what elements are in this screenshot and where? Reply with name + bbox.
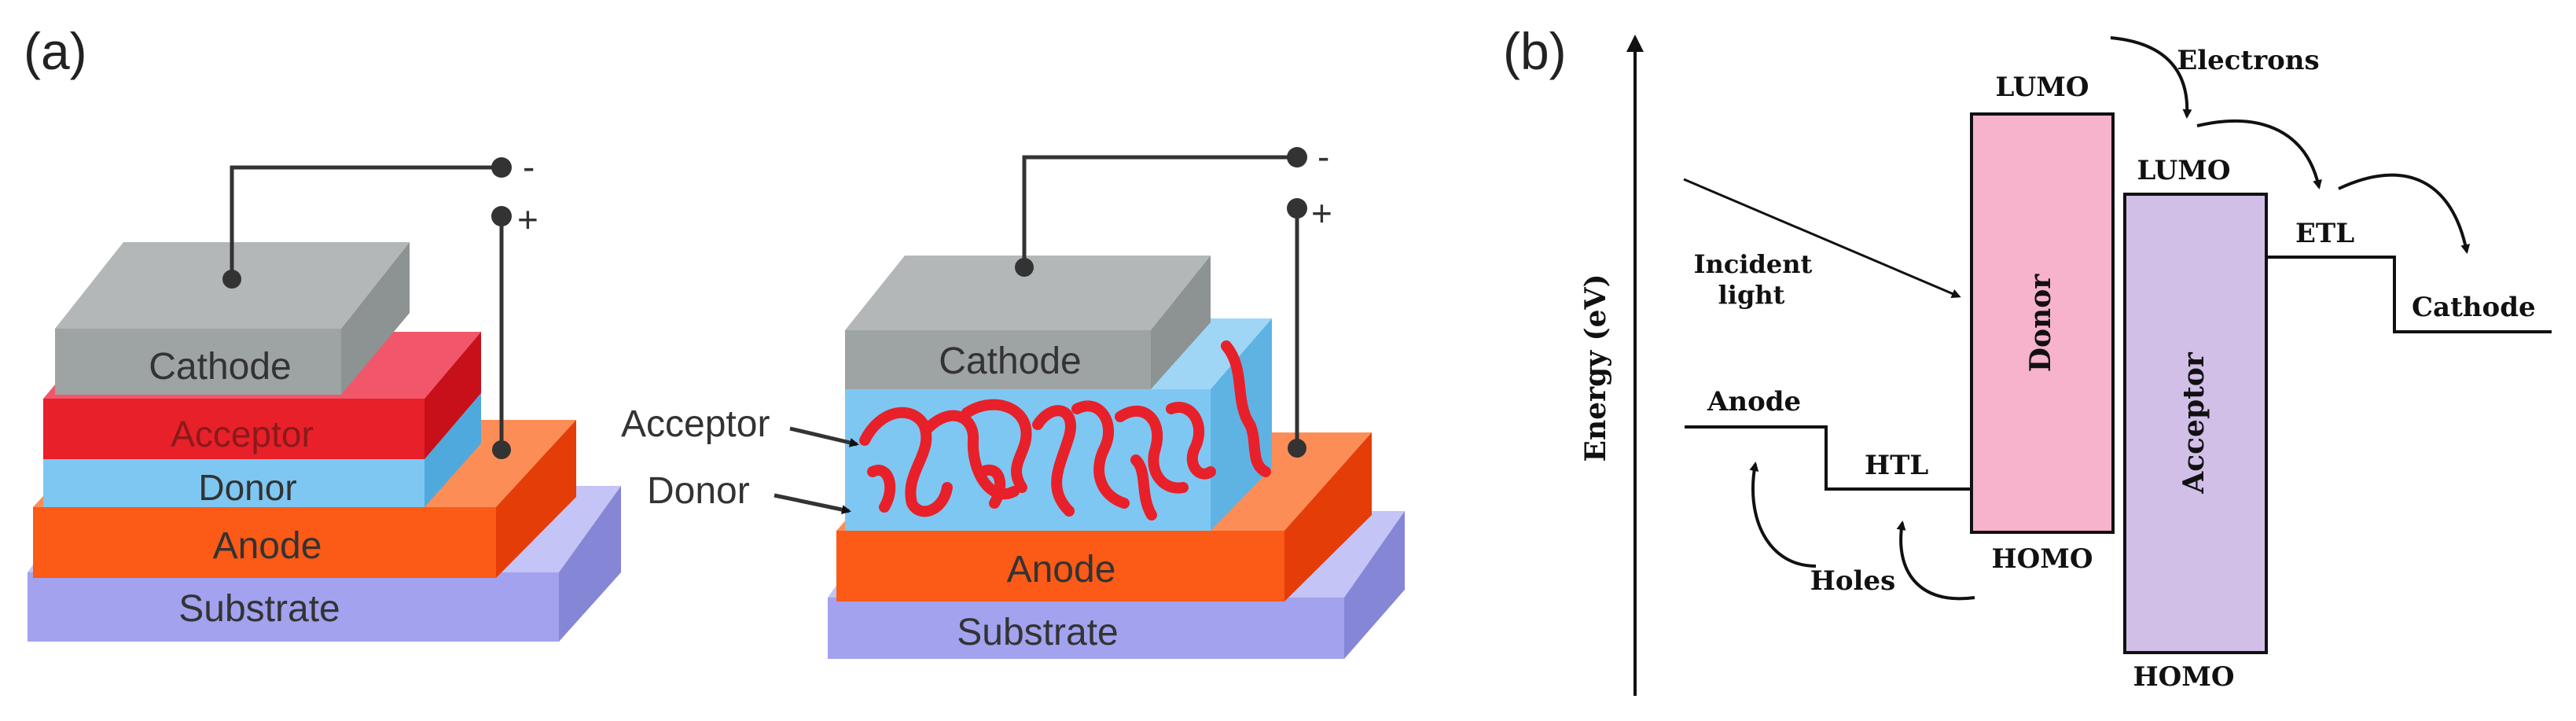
bulk-cathode-label: Cathode xyxy=(939,340,1081,382)
donor-box xyxy=(1970,112,2115,534)
bulk-acceptor-network xyxy=(859,340,1271,521)
bulk-terminal-plus xyxy=(1287,198,1307,219)
bulk-blend-side xyxy=(1211,318,1272,531)
anode-label: Anode xyxy=(1707,386,1801,418)
incident-light-arrow xyxy=(1683,178,1961,298)
bilayer-substrate-side xyxy=(559,486,621,642)
bulk-donor-callout: Donor xyxy=(647,470,750,512)
bulk-plus-sign: + xyxy=(1311,193,1332,234)
bilayer-terminal-plus xyxy=(491,206,512,226)
bulk-wire-cathode xyxy=(1022,155,1297,267)
anode-htl-level xyxy=(1685,425,1972,491)
donor-label: Donor xyxy=(2024,274,2057,372)
bilayer-acceptor-front xyxy=(43,399,424,459)
bulk-minus-sign: - xyxy=(1317,136,1329,177)
electron-arrow-3 xyxy=(2338,173,2471,254)
bulk-anode-label: Anode xyxy=(1007,549,1116,590)
etl-label: ETL xyxy=(2295,218,2354,249)
incident-light-line1: Incident xyxy=(1694,249,1813,279)
bilayer-device: Substrate Anode Donor Acceptor Cathode -… xyxy=(28,146,621,642)
etl-cathode-level xyxy=(2266,256,2552,333)
cathode-label: Cathode xyxy=(2412,292,2536,323)
htl-label: HTL xyxy=(1865,450,1928,481)
bulk-cathode-contact xyxy=(1015,258,1034,277)
panel-b-label: (b) xyxy=(1503,22,1567,80)
bulk-substrate-label: Substrate xyxy=(957,612,1118,653)
bilayer-cathode-side xyxy=(341,242,410,395)
bilayer-substrate-front xyxy=(28,572,559,642)
bulk-acceptor-arrow xyxy=(789,426,859,447)
electron-arrow-2 xyxy=(2196,119,2322,189)
acceptor-box xyxy=(2123,193,2268,654)
bulk-device: Substrate Anode Cathode xyxy=(621,136,1405,659)
hole-arrow-1 xyxy=(1896,521,1975,601)
bilayer-cathode-front xyxy=(55,329,341,395)
acceptor-label: Acceptor xyxy=(2177,351,2210,494)
bilayer-anode-front xyxy=(33,507,496,578)
bulk-anode-side xyxy=(1284,432,1372,601)
bulk-terminal-minus xyxy=(1287,147,1307,167)
bilayer-cathode-contact xyxy=(222,270,241,289)
donor-homo-label: HOMO xyxy=(1992,543,2093,575)
bilayer-plus-sign: + xyxy=(517,199,538,240)
bilayer-anode-contact xyxy=(492,440,511,459)
bilayer-wire-cathode xyxy=(230,165,502,279)
incident-light-line2: light xyxy=(1718,280,1785,310)
bulk-cathode-side xyxy=(1151,256,1211,389)
bilayer-acceptor-label: Acceptor xyxy=(171,414,314,454)
bulk-substrate-front xyxy=(828,598,1344,659)
bilayer-substrate-label: Substrate xyxy=(178,588,340,630)
bulk-anode-front xyxy=(836,531,1284,601)
energy-axis-label: Energy (eV) xyxy=(1579,274,1612,462)
holes-label: Holes xyxy=(1810,565,1896,597)
bulk-cathode-top xyxy=(845,256,1211,330)
electrons-label: Electrons xyxy=(2177,45,2319,76)
bilayer-donor-front xyxy=(43,459,424,507)
bilayer-cathode-label: Cathode xyxy=(149,346,291,388)
bulk-substrate-side xyxy=(1344,511,1405,659)
bulk-cathode-front xyxy=(845,330,1151,389)
bulk-donor-arrow xyxy=(774,493,851,515)
acceptor-lumo-label: LUMO xyxy=(2137,155,2231,186)
energy-diagram: Energy (eV) Anode HTL Donor LUMO HOMO Ac… xyxy=(1579,35,2552,696)
bilayer-terminal-minus xyxy=(491,157,512,178)
bulk-anode-contact xyxy=(1288,439,1306,458)
donor-lumo-label: LUMO xyxy=(1996,72,2089,103)
bilayer-acceptor-side xyxy=(424,332,481,459)
bilayer-minus-sign: - xyxy=(523,146,535,187)
electron-arrow-1 xyxy=(2110,36,2192,119)
bilayer-anode-side xyxy=(496,420,576,578)
hole-arrow-2 xyxy=(1749,462,1817,568)
bilayer-donor-side xyxy=(424,393,481,507)
panel-a-label: (a) xyxy=(24,22,87,80)
bilayer-donor-label: Donor xyxy=(198,467,296,508)
bulk-acceptor-callout: Acceptor xyxy=(621,403,770,445)
bilayer-anode-label: Anode xyxy=(213,525,322,567)
acceptor-homo-label: HOMO xyxy=(2133,661,2235,693)
